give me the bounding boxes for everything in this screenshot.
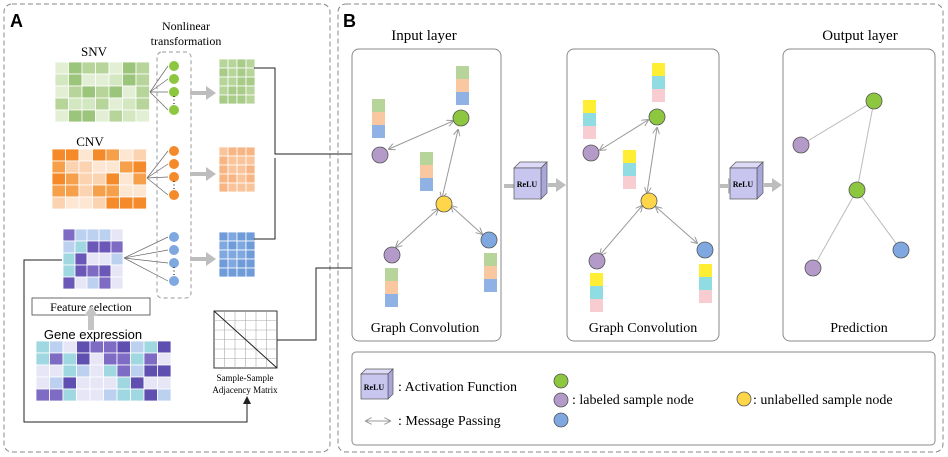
legend-green-node xyxy=(553,373,569,389)
legend-message-label: : Message Passing xyxy=(398,414,501,429)
nonlinear-node-columns: ⋮ ⋮ ⋮ xyxy=(169,61,179,286)
graph-conv-label-2: Graph Convolution xyxy=(589,321,698,336)
panel-a-letter: A xyxy=(10,11,23,31)
output-layer-label: Output layer xyxy=(822,28,897,44)
svg-text:⋮: ⋮ xyxy=(169,180,179,191)
svg-text:ReLU: ReLU xyxy=(733,180,754,189)
prediction-label: Prediction xyxy=(830,321,888,336)
feature-selection-arrow xyxy=(84,306,98,330)
legend-activation-label: : Activation Function xyxy=(398,380,517,395)
selected-expression-matrix xyxy=(62,228,124,290)
legend-blue-node xyxy=(553,412,569,428)
gene-expression-matrix xyxy=(35,340,172,402)
input-layer-label: Input layer xyxy=(391,28,456,44)
cnv-matrix xyxy=(51,148,147,210)
legend-relu-icon: ReLU xyxy=(360,368,394,400)
graph-conv-label-1: Graph Convolution xyxy=(371,321,480,336)
a-to-b-connectors xyxy=(23,67,369,423)
transform-arrows xyxy=(190,86,216,266)
adjacency-label-2: Adjacency Matrix xyxy=(212,385,278,395)
legend-unlabelled-label: : unlabelled sample node xyxy=(753,393,893,408)
transformed-matrices xyxy=(218,58,256,278)
nonlinear-input-arrows xyxy=(123,65,169,282)
prediction-graph xyxy=(792,92,910,277)
svg-text:ReLU: ReLU xyxy=(364,383,385,392)
feature-stacks-2 xyxy=(583,63,712,312)
graph-conv-box-1 xyxy=(351,48,502,342)
gene-expression-label: Gene expression xyxy=(44,327,142,342)
relu-block-2: ReLU xyxy=(720,161,782,200)
snv-label: SNV xyxy=(81,44,108,59)
nonlinear-label-1: Nonlinear xyxy=(162,19,210,33)
svg-text:ReLU: ReLU xyxy=(517,180,538,189)
graph-1 xyxy=(371,66,498,307)
legend-yellow-node xyxy=(736,391,752,407)
legend-labeled-label: : labeled sample node xyxy=(572,393,694,408)
svg-text:⋮: ⋮ xyxy=(169,95,179,106)
relu-block-1: ReLU xyxy=(504,161,566,200)
feature-stacks-1 xyxy=(372,66,497,307)
snv-matrix xyxy=(54,61,150,123)
legend-box xyxy=(351,351,936,446)
svg-text:⋮: ⋮ xyxy=(169,266,179,277)
cnv-label: CNV xyxy=(76,134,104,149)
panel-a-border xyxy=(3,3,331,453)
graph-2 xyxy=(582,63,714,312)
legend-purple-node xyxy=(553,392,569,408)
panel-b-border xyxy=(337,3,944,453)
graph-conv-box-2 xyxy=(566,48,720,342)
nonlinear-label-2: transformation xyxy=(151,34,222,48)
adjacency-matrix xyxy=(213,310,278,369)
panel-b-letter: B xyxy=(343,11,356,31)
adjacency-label-1: Sample-Sample xyxy=(217,373,274,383)
